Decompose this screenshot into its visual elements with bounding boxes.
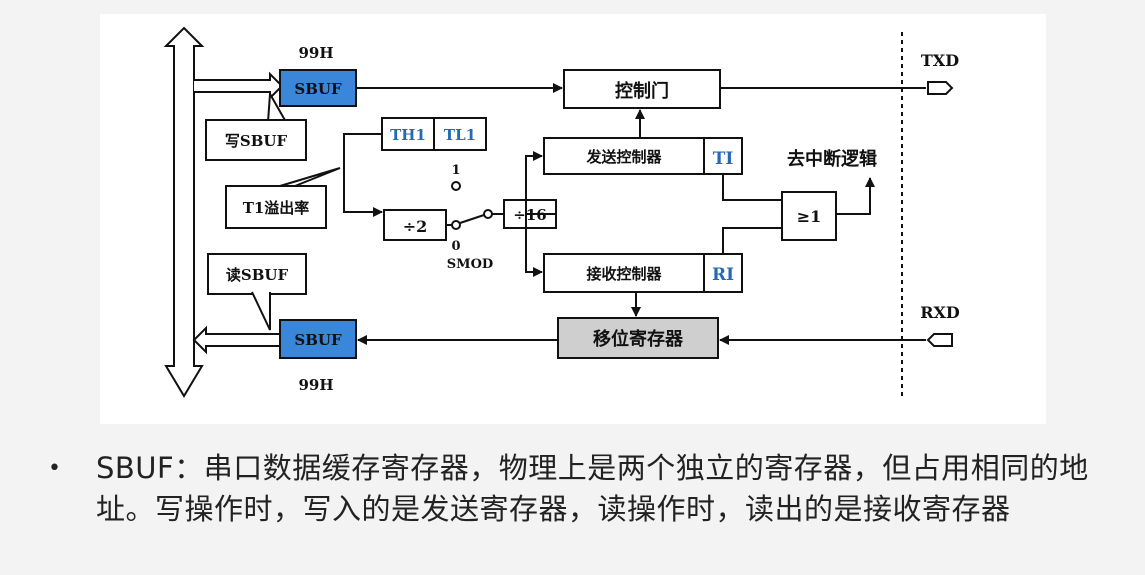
sbuf-receive-register bbox=[279, 319, 357, 359]
switch-contact-0 bbox=[451, 220, 461, 230]
interrupt-logic-label: 去中断逻辑 bbox=[787, 148, 877, 170]
transmit-controller bbox=[543, 137, 705, 175]
address-top-label: 99H bbox=[298, 44, 333, 62]
div16-to-rx-line bbox=[525, 214, 543, 277]
write-sbuf-callout bbox=[205, 119, 307, 161]
switch-contact-1 bbox=[451, 181, 461, 191]
ri-label: RI bbox=[712, 265, 734, 285]
ti-to-or-line bbox=[722, 174, 782, 201]
transmit-controller-label: 发送控制器 bbox=[585, 148, 662, 166]
caption-text: SBUF：串口数据缓存寄存器，物理上是两个独立的寄存器，但占用相同的地址。写操作… bbox=[96, 451, 1089, 526]
switch-0-label: 0 bbox=[451, 239, 460, 254]
receive-controller bbox=[543, 253, 705, 293]
ti-label: TI bbox=[713, 149, 734, 169]
caption-paragraph: • SBUF：串口数据缓存寄存器，物理上是两个独立的寄存器，但占用相同的地址。写… bbox=[48, 448, 1128, 530]
txd-label: TXD bbox=[921, 51, 959, 70]
rxd-pin bbox=[926, 333, 953, 347]
tl1-register bbox=[433, 117, 487, 151]
or-to-interrupt-line bbox=[836, 177, 875, 215]
or-gate bbox=[781, 191, 837, 241]
receive-controller-label: 接收控制器 bbox=[586, 265, 662, 283]
ri-flag bbox=[703, 253, 743, 293]
bullet-point: • bbox=[48, 456, 61, 481]
read-sbuf-callout-pointer bbox=[251, 291, 271, 331]
tl1-label: TL1 bbox=[444, 126, 476, 144]
sbuf-bottom-label: SBUF bbox=[294, 331, 342, 349]
ti-flag bbox=[703, 137, 743, 175]
txd-pin bbox=[927, 81, 954, 95]
t1-overflow-label: T1溢出率 bbox=[243, 199, 310, 217]
shift-register bbox=[557, 317, 719, 359]
data-bus-arrow bbox=[163, 26, 205, 398]
th1-label: TH1 bbox=[390, 126, 426, 144]
sbuf-to-bus-arrow bbox=[192, 325, 280, 355]
bus-to-sbuf-arrow bbox=[194, 71, 284, 101]
read-sbuf-callout bbox=[207, 253, 307, 295]
rxd-label: RXD bbox=[920, 303, 960, 322]
control-gate-label: 控制门 bbox=[615, 80, 669, 102]
shift-register-label: 移位寄存器 bbox=[593, 328, 684, 350]
address-bottom-label: 99H bbox=[298, 376, 333, 394]
t1-overflow-callout bbox=[225, 185, 327, 229]
switch-blade bbox=[459, 214, 485, 224]
divide-by-2-label: ÷2 bbox=[403, 217, 428, 236]
write-sbuf-callout-pointer bbox=[267, 90, 287, 123]
serial-port-block-diagram: SBUF 99H 写SBUF 控制门 TXD TH1 TL1 T1溢出率 ÷2 … bbox=[100, 14, 1046, 424]
read-sbuf-label: 读SBUF bbox=[226, 266, 289, 284]
write-sbuf-label: 写SBUF bbox=[225, 132, 288, 150]
or-gate-label: ≥1 bbox=[797, 207, 822, 226]
sbuf-top-label: SBUF bbox=[294, 80, 342, 98]
t1-overflow-line bbox=[343, 133, 383, 217]
ri-to-or-line bbox=[722, 227, 782, 254]
t1-overflow-callout-pointer bbox=[279, 167, 341, 189]
div16-to-tx-line bbox=[525, 151, 556, 215]
switch-pivot bbox=[483, 209, 493, 219]
switch-1-label: 1 bbox=[451, 163, 460, 178]
smod-label: SMOD bbox=[447, 257, 493, 272]
divide-by-2-block bbox=[383, 209, 447, 241]
